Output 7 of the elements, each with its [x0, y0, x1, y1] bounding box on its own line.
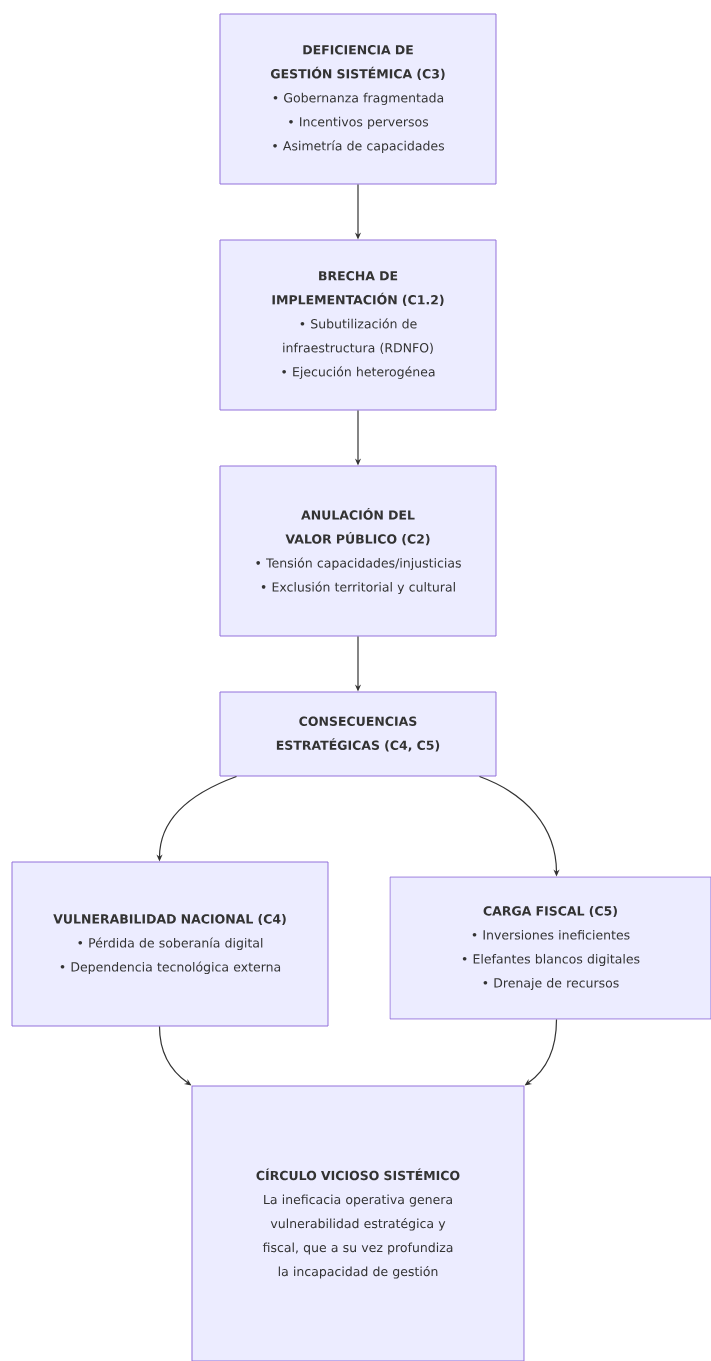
process-box: ANULACIÓN DEL VALOR PÚBLICO (C2) • Tensión capacidades/injusticias • Exclusión territorial y cultural [219, 465, 497, 637]
process-box: CÍRCULO VICIOSO SISTÉMICO La ineficacia operativa genera vulnerabilidad estratégica y fiscal, que a su vez profundiza la incapacidad de gestión [191, 1085, 525, 1361]
process-box: DEFICIENCIA DE GESTIÓN SISTÉMICA (C3) • Gobernanza fragmentada • Incentivos perversos • Asimetría de capacidades [219, 13, 497, 185]
process-box: VULNERABILIDAD NACIONAL (C4) • Pérdida de soberanía digital • Dependencia tecnológica externa [11, 861, 329, 1027]
process-box: BRECHA DE IMPLEMENTACIÓN (C1.2) • Subutilización de infraestructura (RDNFO) • Ejecución heterogénea [219, 239, 497, 411]
process-box: CARGA FISCAL (C5) • Inversiones ineficientes • Elefantes blancos digitales • Drenaje de recursos [389, 876, 711, 1020]
process-box: CONSECUENCIAS ESTRATÉGICAS (C4, C5) [219, 691, 497, 777]
